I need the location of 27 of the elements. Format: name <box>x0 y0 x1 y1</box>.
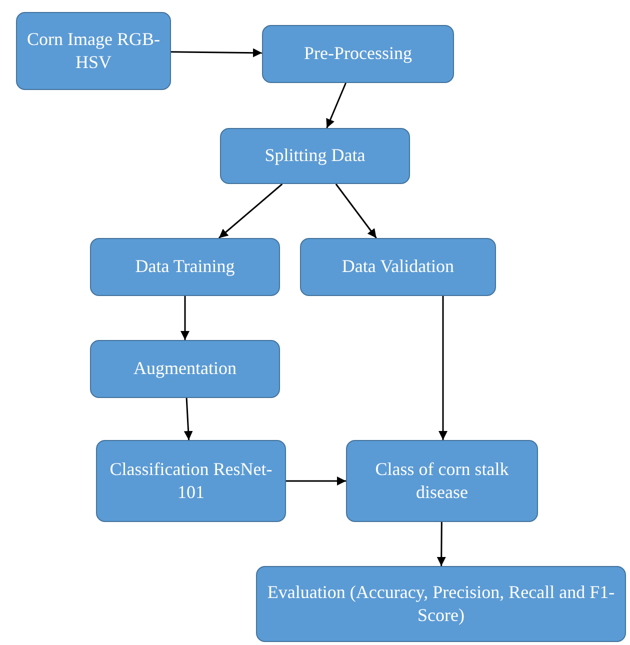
process-box <box>90 238 280 296</box>
arrow <box>326 82 346 128</box>
arrow <box>180 296 190 340</box>
arrow <box>436 522 446 566</box>
process-box <box>346 440 538 522</box>
box-label: Classification ResNet-101 <box>108 458 274 504</box>
process-box <box>220 128 410 184</box>
box-label: Splitting Data <box>264 144 366 168</box>
process-box <box>96 440 286 522</box>
process-box <box>300 238 496 296</box>
arrow <box>286 476 346 486</box>
process-box <box>90 340 280 398</box>
arrow <box>438 296 448 440</box>
box-label: Augmentation <box>134 357 236 380</box>
arrow <box>218 183 283 239</box>
box-label: Corn Image RGB-HSV <box>26 28 161 74</box>
box-label: Data Validation <box>342 255 454 278</box>
process-box <box>16 12 171 90</box>
arrow <box>184 398 193 440</box>
box-label: Data Training <box>135 255 235 278</box>
process-box <box>262 25 454 83</box>
arrow <box>171 48 262 58</box>
process-box <box>256 566 626 642</box>
box-label: Class of corn stalk disease <box>374 458 510 504</box>
arrow <box>335 184 377 238</box>
box-label: Pre-Processing <box>304 42 412 66</box>
box-label: Evaluation (Accuracy, Precision, Recall and F1-Score) <box>266 580 616 627</box>
